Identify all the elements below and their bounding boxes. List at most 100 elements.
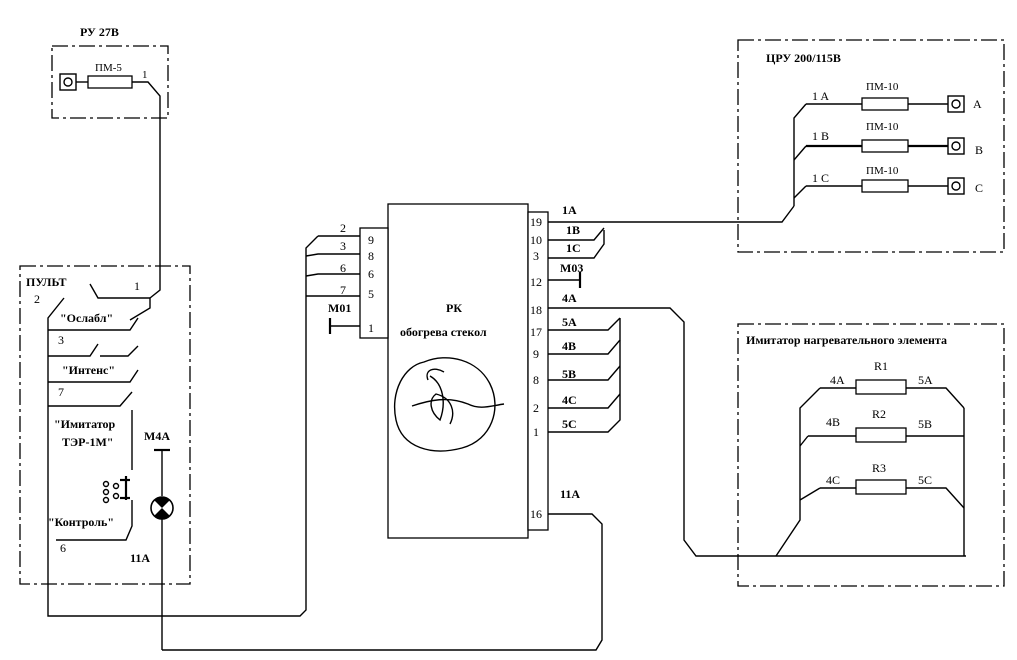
svg-text:8: 8 xyxy=(533,373,539,387)
svg-text:М01: М01 xyxy=(328,301,351,315)
pult-ter: ТЭР-1М" xyxy=(62,435,113,449)
ru27-feed-wire xyxy=(132,81,161,299)
svg-text:5C: 5C xyxy=(918,473,932,487)
svg-text:6: 6 xyxy=(340,261,346,275)
resistor-r1 xyxy=(855,379,907,395)
ru27-block: РУ 27В ПМ-5 1 xyxy=(51,25,169,299)
svg-text:12: 12 xyxy=(530,275,542,289)
ru27-fuse xyxy=(87,75,133,89)
ru27-terminal-icon xyxy=(63,77,73,87)
svg-text:3: 3 xyxy=(340,239,346,253)
cru-block: ЦРУ 200/115В 1 A ПМ-10 A 1 B ПМ-10 B 1 C… xyxy=(737,39,1005,253)
pult-title: ПУЛЬТ xyxy=(26,275,67,289)
cru-terminal-c xyxy=(947,177,965,195)
svg-text:3: 3 xyxy=(533,249,539,263)
cru-phase-a: A xyxy=(973,97,982,111)
svg-text:17: 17 xyxy=(530,325,542,339)
svg-text:9: 9 xyxy=(533,347,539,361)
svg-text:4A: 4A xyxy=(562,291,577,305)
svg-text:4C: 4C xyxy=(826,473,840,487)
pult-block: ПУЛЬТ 2 1 "Ослабл" 3 "Интенс" 7 "Имитато… xyxy=(19,265,191,650)
cru-fuse-b xyxy=(861,139,909,153)
svg-text:7: 7 xyxy=(58,385,64,399)
cru-fuse-a xyxy=(861,97,909,111)
rk-block: РК обогрева стекол 9 8 6 5 1 2 3 6 7 М01… xyxy=(305,203,966,557)
pult-frame xyxy=(19,265,191,585)
svg-text:М03: М03 xyxy=(560,261,583,275)
pult-to-rk-wire xyxy=(168,235,319,617)
svg-text:2: 2 xyxy=(34,292,40,306)
ru27-terminal xyxy=(59,73,77,91)
svg-text:R3: R3 xyxy=(872,461,886,475)
svg-text:18: 18 xyxy=(530,303,542,317)
pult-weak: "Ослабл" xyxy=(60,311,113,325)
imitator-frame xyxy=(737,323,1005,587)
imitator-title: Имитатор нагревательного элемента xyxy=(746,333,947,347)
return-wire-11a xyxy=(162,513,603,651)
svg-text:5A: 5A xyxy=(918,373,933,387)
cru-phase-b: B xyxy=(975,143,983,157)
rk-left-connector xyxy=(359,227,389,339)
rk-subtitle: обогрева стекол xyxy=(400,325,487,339)
svg-text:1: 1 xyxy=(134,279,140,293)
cru-terminal-b xyxy=(947,137,965,155)
svg-text:3: 3 xyxy=(58,333,64,347)
svg-text:R1: R1 xyxy=(874,359,888,373)
svg-text:6: 6 xyxy=(368,267,374,281)
svg-text:5B: 5B xyxy=(562,367,576,381)
resistor-r2 xyxy=(855,427,907,443)
rk-body xyxy=(387,203,529,539)
pult-button-contacts xyxy=(102,476,130,504)
cru-terminal-b-icon xyxy=(951,141,961,151)
pult-switch-3 xyxy=(48,343,99,357)
cru-wire-a: 1 A xyxy=(812,89,829,103)
pult-imitator: "Имитатор xyxy=(54,417,116,431)
cru-frame xyxy=(737,39,1005,253)
svg-text:9: 9 xyxy=(368,233,374,247)
svg-text:4A: 4A xyxy=(830,373,845,387)
svg-text:1: 1 xyxy=(368,321,374,335)
indicator-lamp-icon xyxy=(150,496,174,520)
rk-title: РК xyxy=(446,301,462,315)
svg-text:2: 2 xyxy=(340,221,346,235)
rk-right-connector xyxy=(527,211,549,531)
svg-text:1A: 1A xyxy=(562,203,577,217)
cru-fuse-a-label: ПМ-10 xyxy=(866,81,899,93)
cru-wire-c: 1 C xyxy=(812,171,829,185)
imitator-block: Имитатор нагревательного элемента R1 4A … xyxy=(737,323,1005,587)
svg-text:1C: 1C xyxy=(566,241,581,255)
signature-stamp xyxy=(394,357,505,452)
ru27-title: РУ 27В xyxy=(80,25,119,39)
pult-switch-main xyxy=(89,283,150,299)
cru-terminal-a xyxy=(947,95,965,113)
pult-m4a: М4А xyxy=(144,429,170,443)
resistor-r3 xyxy=(855,479,907,495)
svg-text:1B: 1B xyxy=(566,223,580,237)
cru-terminal-c-icon xyxy=(951,181,961,191)
svg-text:4B: 4B xyxy=(562,339,576,353)
cru-fuse-b-label: ПМ-10 xyxy=(866,121,899,133)
svg-text:1: 1 xyxy=(533,425,539,439)
cru-title: ЦРУ 200/115В xyxy=(766,51,841,65)
svg-text:4C: 4C xyxy=(562,393,577,407)
svg-text:2: 2 xyxy=(533,401,539,415)
svg-text:5C: 5C xyxy=(562,417,577,431)
cru-fuse-c-label: ПМ-10 xyxy=(866,165,899,177)
svg-text:4B: 4B xyxy=(826,415,840,429)
svg-text:11A: 11A xyxy=(560,487,580,501)
pult-switch-7 xyxy=(48,391,133,407)
svg-text:10: 10 xyxy=(530,233,542,247)
pult-feed-line xyxy=(47,297,168,617)
pult-intense: "Интенс" xyxy=(62,363,115,377)
ru27-frame xyxy=(51,45,169,119)
svg-text:6: 6 xyxy=(60,541,66,555)
svg-text:19: 19 xyxy=(530,215,542,229)
ru27-fuse-label: ПМ-5 xyxy=(95,62,122,74)
svg-text:7: 7 xyxy=(340,283,346,297)
cru-terminal-a-icon xyxy=(951,99,961,109)
pult-control: "Контроль" xyxy=(48,515,114,529)
cru-wire-b: 1 B xyxy=(812,129,829,143)
svg-text:5: 5 xyxy=(368,287,374,301)
svg-text:5A: 5A xyxy=(562,315,577,329)
